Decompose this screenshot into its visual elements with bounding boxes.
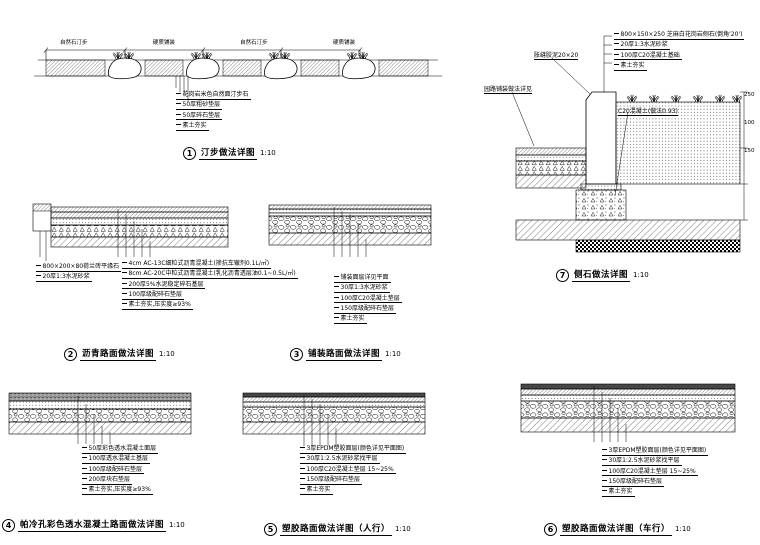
dimension-value: 250 bbox=[744, 92, 755, 98]
detail-title-text-3: 铺装路面做法详图 bbox=[306, 349, 383, 361]
note-line: 花岗岩米色自然面汀步石 bbox=[176, 91, 251, 100]
note-line: 150厚级配碎石垫层 bbox=[300, 476, 362, 485]
dimension-label: 硬质铺装 bbox=[152, 40, 175, 46]
detail-title-6: 6 塑胶路面做法详图（车行） 1:10 bbox=[544, 522, 691, 536]
note-line: 100厚C20混凝土垫层 bbox=[334, 295, 402, 304]
detail-number-1: 1 bbox=[183, 146, 196, 160]
detail-title-text-6: 塑胶路面做法详图（车行） bbox=[560, 524, 673, 536]
detail-scale-7: 1:10 bbox=[633, 271, 649, 279]
detail-scale-1: 1:10 bbox=[260, 149, 276, 157]
stepping-stone-dimension-labels: 自然石汀步 硬质铺装 自然石汀步 硬质铺装 bbox=[60, 38, 355, 46]
rubber-pedestrian-section-drawing bbox=[242, 392, 426, 446]
detail-title-1: 1 汀步做法详图 1:10 bbox=[183, 146, 276, 160]
note-line: 素土夯实,压实度≥93% bbox=[122, 302, 193, 310]
note-line: 素土夯实 bbox=[334, 316, 367, 324]
note-line: 50厚碎石垫层 bbox=[176, 112, 223, 121]
detail-title-5: 5 塑胶路面做法详图（人行） 1:10 bbox=[264, 522, 411, 536]
note-line: 100厚C20混凝土垫层 15~25% bbox=[300, 466, 396, 475]
note-line: 30厚1:3水泥砂浆 bbox=[334, 285, 390, 294]
detail-number-5: 5 bbox=[264, 522, 277, 536]
note-line: 20厚1:3水泥砂浆 bbox=[36, 274, 92, 283]
detail-title-text-5: 塑胶路面做法详图（人行） bbox=[280, 524, 393, 536]
detail-scale-2: 1:10 bbox=[159, 350, 175, 358]
detail-number-7: 7 bbox=[556, 268, 569, 282]
dimension-label: 自然石汀步 bbox=[240, 40, 268, 46]
dimension-value: 100 bbox=[744, 120, 755, 126]
curb-joint-note: 胀缝胶泥20×20 bbox=[534, 52, 579, 60]
note-line: 100厚C20混凝土基础 bbox=[614, 52, 682, 61]
detail-scale-4: 1:10 bbox=[169, 521, 185, 529]
asphalt-layer-notes: 4cm AC-13C细粒式沥青混凝土(掺抗车辙剂0.1L/㎡) 8cm AC-20… bbox=[122, 260, 298, 312]
note-line: 100厚级配碎石垫层 bbox=[82, 466, 144, 475]
stepping-stone-section-drawing bbox=[34, 47, 442, 102]
note-line: 50厚彩色透水混凝土面层 bbox=[82, 445, 159, 454]
detail-title-text-4: 帕冷孔彩色透水混凝土路面做法详图 bbox=[18, 520, 167, 532]
detail-number-3: 3 bbox=[290, 347, 303, 361]
detail-title-text-7: 侧石做法详图 bbox=[572, 270, 631, 282]
note-line: 200厚块石垫层 bbox=[82, 476, 132, 485]
note-line: 3厚EPDM塑胶面层(颜色详见平面图) bbox=[300, 445, 407, 454]
note-line: 100厚级配碎石垫层 bbox=[122, 291, 184, 300]
note-line: 素土夯实,压实度≥93% bbox=[82, 487, 153, 495]
detail-title-3: 3 铺装路面做法详图 1:10 bbox=[290, 347, 401, 361]
note-line: 20厚1:3水泥砂浆 bbox=[614, 42, 670, 51]
dimension-label: 自然石汀步 bbox=[60, 40, 88, 46]
permeable-concrete-section-drawing bbox=[8, 392, 192, 444]
note-line: 800×200×80荷兰砖平缘石 bbox=[36, 263, 122, 272]
note-line: 150厚级配碎石垫层 bbox=[602, 478, 664, 487]
detail-title-2: 2 沥青路面做法详图 1:10 bbox=[64, 347, 175, 361]
note-line: 3厚EPDM塑胶面层(颜色详见平面图) bbox=[602, 447, 709, 456]
note-line: 30厚1:2.5水泥砂浆找平层 bbox=[300, 456, 380, 465]
paving-section-drawing bbox=[268, 204, 432, 257]
asphalt-section-drawing bbox=[32, 203, 229, 261]
rubber-vehicular-section-drawing bbox=[520, 383, 736, 442]
curb-section-drawing bbox=[511, 35, 748, 253]
note-line: 素土夯实 bbox=[614, 62, 647, 71]
note-line: 150厚级配碎石垫层 bbox=[334, 305, 396, 314]
note-line: 800×150×250 芝麻白花岗岩侧石(倒角'20') bbox=[614, 31, 745, 40]
note-line: 素土夯实 bbox=[176, 122, 209, 131]
curb-paving-note: 园路铺装做法详见 bbox=[484, 86, 533, 94]
note-line: 30厚1:2.5水泥砂浆找平层 bbox=[602, 458, 682, 467]
detail-scale-5: 1:10 bbox=[395, 525, 411, 533]
detail-scale-3: 1:10 bbox=[385, 350, 401, 358]
dimension-label: 硬质铺装 bbox=[332, 40, 355, 46]
note-line: 8cm AC-20C中粒式沥青混凝土(乳化沥青透层油0.1~0.5L/㎡) bbox=[122, 271, 298, 280]
curb-dimension-values: 250 100 150 bbox=[744, 92, 755, 154]
note-line: 素土夯实 bbox=[602, 489, 635, 497]
note-line: 100厚C20混凝土垫层 15~25% bbox=[602, 468, 698, 477]
detail-number-6: 6 bbox=[544, 522, 557, 536]
note-line: 100厚透水混凝土基层 bbox=[82, 456, 150, 465]
detail-scale-6: 1:10 bbox=[675, 525, 691, 533]
detail-title-4: 4 帕冷孔彩色透水混凝土路面做法详图 1:10 bbox=[2, 518, 185, 532]
note-line: 素土夯实 bbox=[300, 487, 333, 495]
detail-title-text-2: 沥青路面做法详图 bbox=[80, 349, 157, 361]
note-line: 铺装面层详见平面 bbox=[334, 274, 391, 283]
curb-concrete-note: C20混凝土(做法0.93) bbox=[618, 108, 678, 116]
detail-number-2: 2 bbox=[64, 347, 77, 361]
asphalt-curb-notes: 800×200×80荷兰砖平缘石 20厚1:3水泥砂浆 bbox=[36, 263, 122, 285]
detail-title-text-1: 汀步做法详图 bbox=[199, 148, 258, 160]
detail-number-4: 4 bbox=[2, 518, 15, 532]
note-line: 50厚粗砂垫层 bbox=[176, 102, 223, 111]
detail-title-7: 7 侧石做法详图 1:10 bbox=[556, 268, 649, 282]
note-line: 4cm AC-13C细粒式沥青混凝土(掺抗车辙剂0.1L/㎡) bbox=[122, 260, 272, 269]
dimension-value: 150 bbox=[744, 148, 755, 154]
note-line: 200厚5%水泥稳定碎石基层 bbox=[122, 281, 206, 290]
